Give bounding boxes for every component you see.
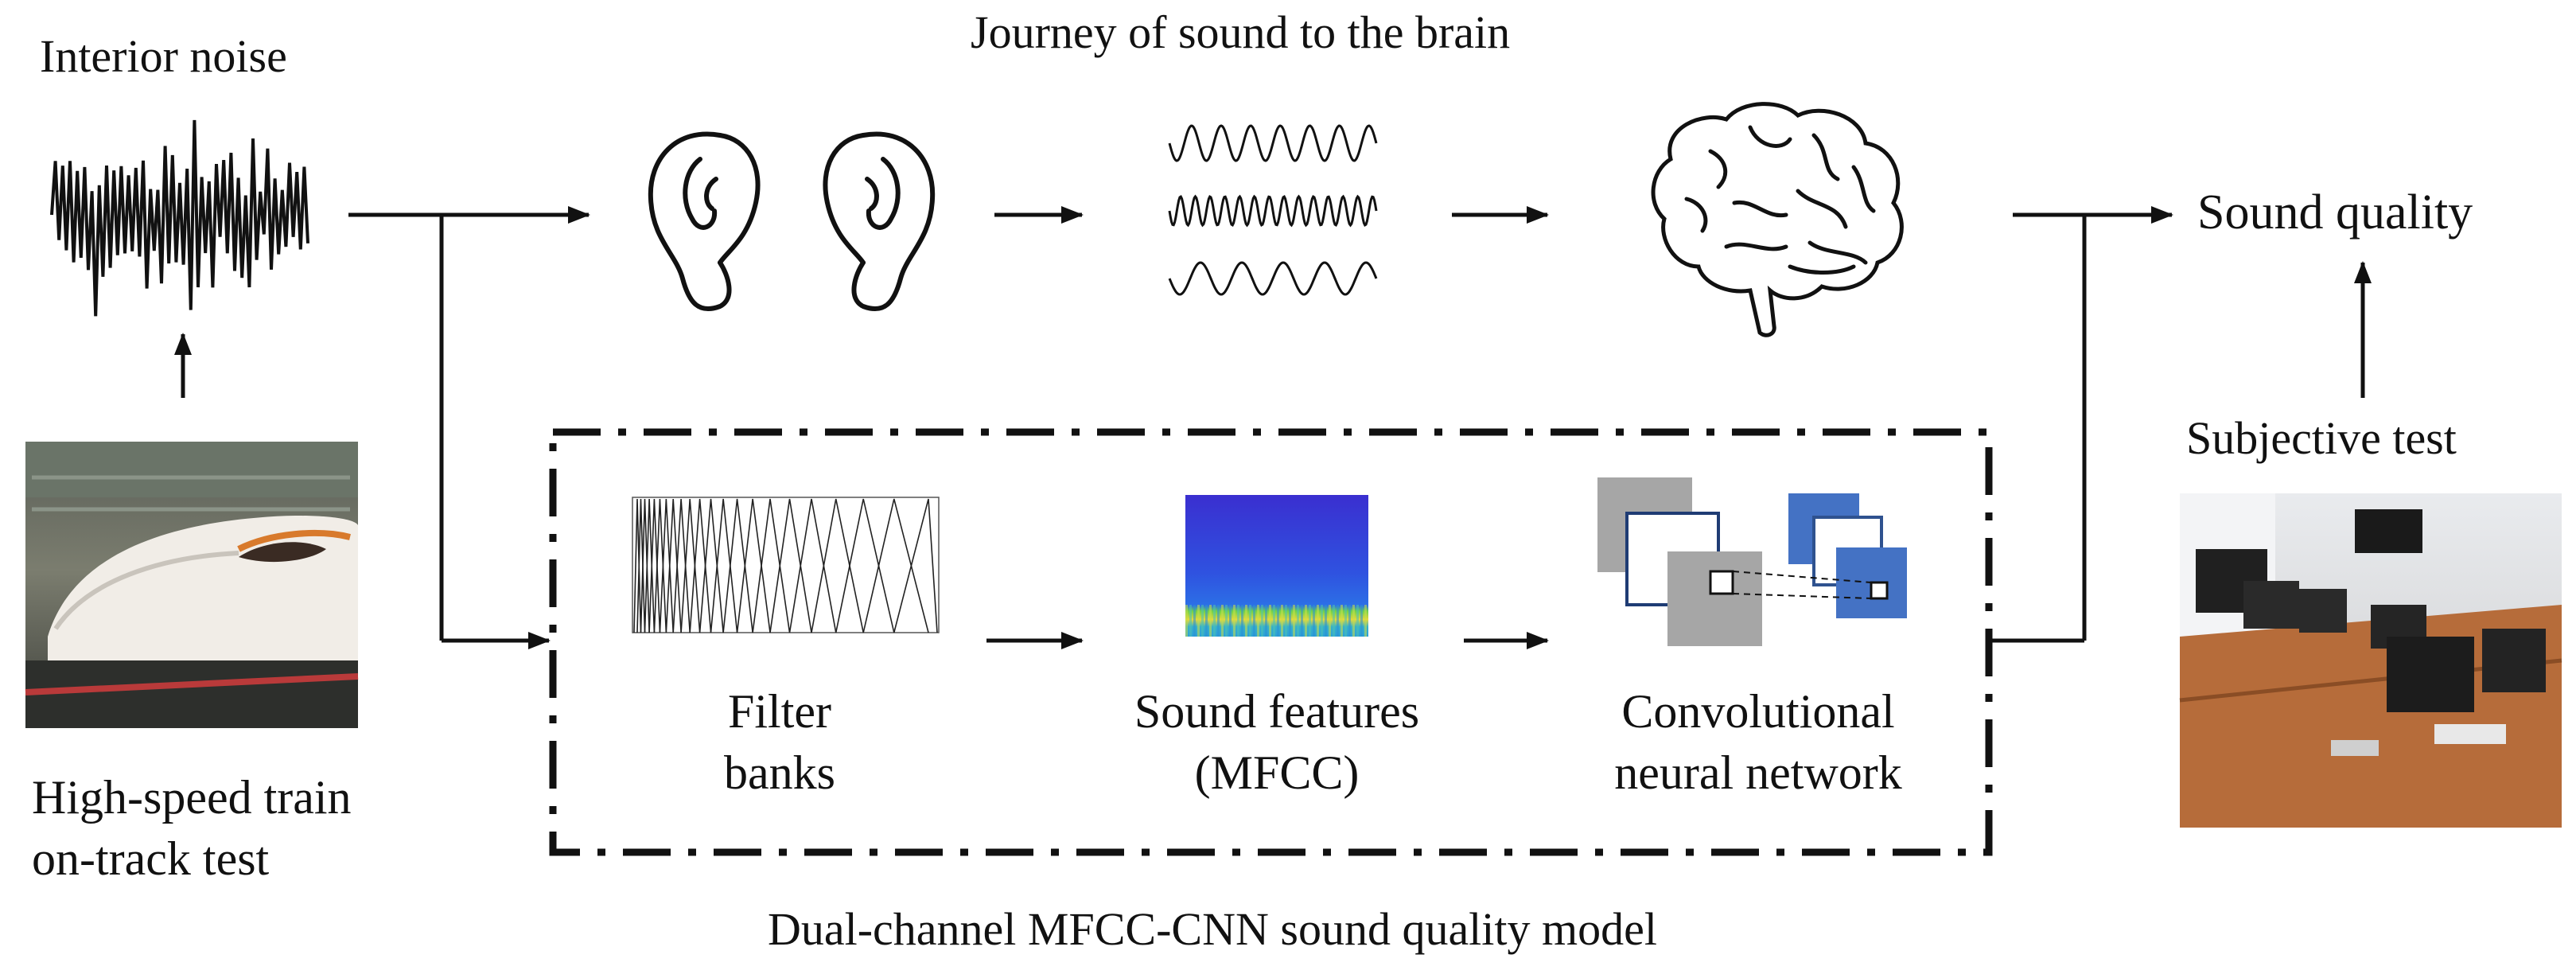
- cnn-label-line2: neural network: [1614, 746, 1902, 799]
- right-ear-icon: [823, 131, 936, 312]
- sound-quality-label: Sound quality: [2197, 185, 2473, 240]
- filter-banks-label-line1: Filter: [728, 685, 831, 738]
- listening-lab-photo: [2179, 493, 2562, 828]
- output-connectors: [1989, 206, 2173, 643]
- train-photo: [25, 442, 359, 728]
- subjective-test-label: Subjective test: [2186, 412, 2457, 464]
- model-caption: Dual-channel MFCC-CNN sound quality mode…: [768, 903, 1658, 955]
- input-connectors: [348, 206, 590, 649]
- filter-bank-icon: [632, 497, 940, 633]
- filter-banks-label-line2: banks: [724, 746, 835, 799]
- train-test-label-line1: High-speed train: [32, 771, 352, 824]
- noise-waveform-icon: [50, 119, 309, 317]
- cnn-layers-icon: [1597, 477, 1907, 646]
- mfcc-spectrogram-icon: [1185, 495, 1368, 637]
- left-ear-icon: [648, 131, 761, 312]
- sound-waves-icon: [1168, 124, 1378, 296]
- brain-icon: [1651, 102, 1904, 337]
- sound-features-label-line1: Sound features: [1134, 685, 1420, 738]
- sound-features-label-line2: (MFCC): [1194, 746, 1360, 799]
- interior-noise-label: Interior noise: [40, 30, 287, 82]
- train-test-label-line2: on-track test: [32, 832, 270, 885]
- diagram-title: Journey of sound to the brain: [971, 6, 1511, 58]
- cnn-label-line1: Convolutional: [1621, 685, 1895, 738]
- model-box: [549, 428, 1993, 856]
